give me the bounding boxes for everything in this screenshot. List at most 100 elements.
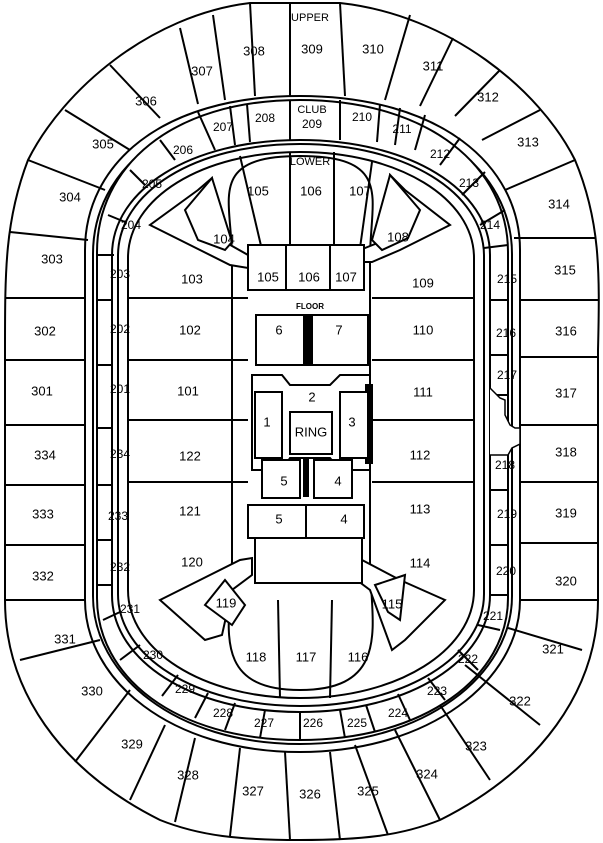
section-215: 215	[497, 272, 517, 286]
section-114: 114	[410, 555, 431, 570]
section-115: 115	[382, 596, 403, 611]
section-317: 317	[555, 385, 577, 400]
section-328: 328	[177, 767, 199, 782]
section-217: 217	[497, 368, 517, 382]
level-label-lower: LOWER	[290, 156, 330, 168]
section-110: 110	[413, 322, 434, 337]
section-301: 301	[31, 383, 53, 398]
section-230: 230	[143, 648, 163, 662]
upper-dividers	[5, 2, 598, 841]
section-324: 324	[416, 766, 438, 781]
section-121: 121	[179, 503, 201, 518]
section-102: 102	[179, 322, 201, 337]
section-103: 103	[181, 271, 203, 286]
section-208: 208	[255, 111, 275, 125]
floor-block	[247, 244, 369, 584]
section-321: 321	[542, 641, 564, 656]
ring-side-3: 3	[348, 414, 355, 429]
section-111: 111	[413, 384, 433, 399]
section-105-inner: 105	[257, 269, 279, 284]
section-308: 308	[243, 43, 265, 58]
vomitory-wedges	[148, 172, 452, 652]
section-221: 221	[483, 609, 503, 623]
lower-section-labels: 101 102 103 104 105 106 107 108 109 110 …	[177, 183, 434, 664]
section-118: 118	[246, 649, 267, 664]
floor-section-5a: 5	[280, 473, 287, 488]
section-203: 203	[110, 267, 130, 281]
section-108: 108	[387, 229, 409, 244]
section-229: 229	[175, 682, 195, 696]
section-311: 311	[423, 58, 444, 73]
section-302: 302	[34, 323, 56, 338]
section-320: 320	[555, 573, 577, 588]
level-label-club: CLUB	[297, 104, 326, 116]
section-322: 322	[509, 693, 531, 708]
section-214: 214	[480, 218, 500, 232]
section-112: 112	[410, 447, 431, 462]
section-331: 331	[54, 631, 76, 646]
section-106-inner: 106	[298, 269, 320, 284]
ring-label: RING	[295, 424, 328, 439]
club-notch	[489, 387, 521, 456]
section-303: 303	[41, 251, 63, 266]
section-228: 228	[213, 706, 233, 720]
section-101: 101	[177, 383, 199, 398]
section-305: 305	[92, 136, 114, 151]
section-113: 113	[410, 501, 431, 516]
section-222: 222	[458, 652, 478, 666]
section-119: 119	[216, 595, 237, 610]
club-section-labels: 201 202 203 204 205 206 207 208 209 210 …	[108, 110, 517, 730]
section-120: 120	[181, 554, 203, 569]
section-122: 122	[179, 448, 201, 463]
level-label-floor: FLOOR	[296, 302, 324, 311]
section-105: 105	[247, 183, 269, 198]
section-216: 216	[496, 326, 516, 340]
floor-section-4b: 4	[340, 511, 347, 526]
section-117: 117	[296, 649, 317, 664]
section-325: 325	[357, 783, 379, 798]
section-307: 307	[191, 63, 213, 78]
section-205: 205	[142, 177, 162, 191]
section-107-inner: 107	[335, 269, 357, 284]
section-223: 223	[427, 684, 447, 698]
section-204: 204	[121, 218, 141, 232]
section-224: 224	[388, 706, 408, 720]
section-231: 231	[120, 602, 140, 616]
section-219: 219	[497, 507, 517, 521]
section-210: 210	[352, 110, 372, 124]
section-212: 212	[430, 147, 450, 161]
section-304: 304	[59, 189, 81, 204]
section-104: 104	[213, 231, 235, 246]
section-218: 218	[495, 458, 515, 472]
ring-platform	[251, 374, 373, 499]
section-316: 316	[555, 323, 577, 338]
section-309: 309	[301, 41, 323, 56]
section-202: 202	[110, 322, 130, 336]
section-313: 313	[517, 134, 539, 149]
section-327: 327	[242, 783, 264, 798]
section-225: 225	[347, 716, 367, 730]
upper-section-labels: 301 302 303 304 305 306 307 308 309 310 …	[31, 41, 577, 801]
section-315: 315	[554, 262, 576, 277]
section-306: 306	[135, 93, 157, 108]
club-dividers	[97, 100, 509, 740]
section-234: 234	[110, 447, 130, 461]
section-209: 209	[302, 117, 322, 131]
section-232: 232	[110, 560, 130, 574]
section-220: 220	[496, 564, 516, 578]
ring-side-2: 2	[308, 389, 315, 404]
level-label-upper: UPPER	[291, 12, 329, 24]
section-226: 226	[303, 716, 323, 730]
section-207: 207	[213, 120, 233, 134]
section-312: 312	[477, 89, 499, 104]
section-106: 106	[300, 183, 322, 198]
ring-side-1: 1	[263, 414, 270, 429]
section-332: 332	[32, 568, 54, 583]
section-201: 201	[110, 382, 130, 396]
section-310: 310	[362, 41, 384, 56]
section-333: 333	[32, 506, 54, 521]
section-330: 330	[81, 683, 103, 698]
section-107: 107	[349, 183, 371, 198]
section-227: 227	[254, 716, 274, 730]
